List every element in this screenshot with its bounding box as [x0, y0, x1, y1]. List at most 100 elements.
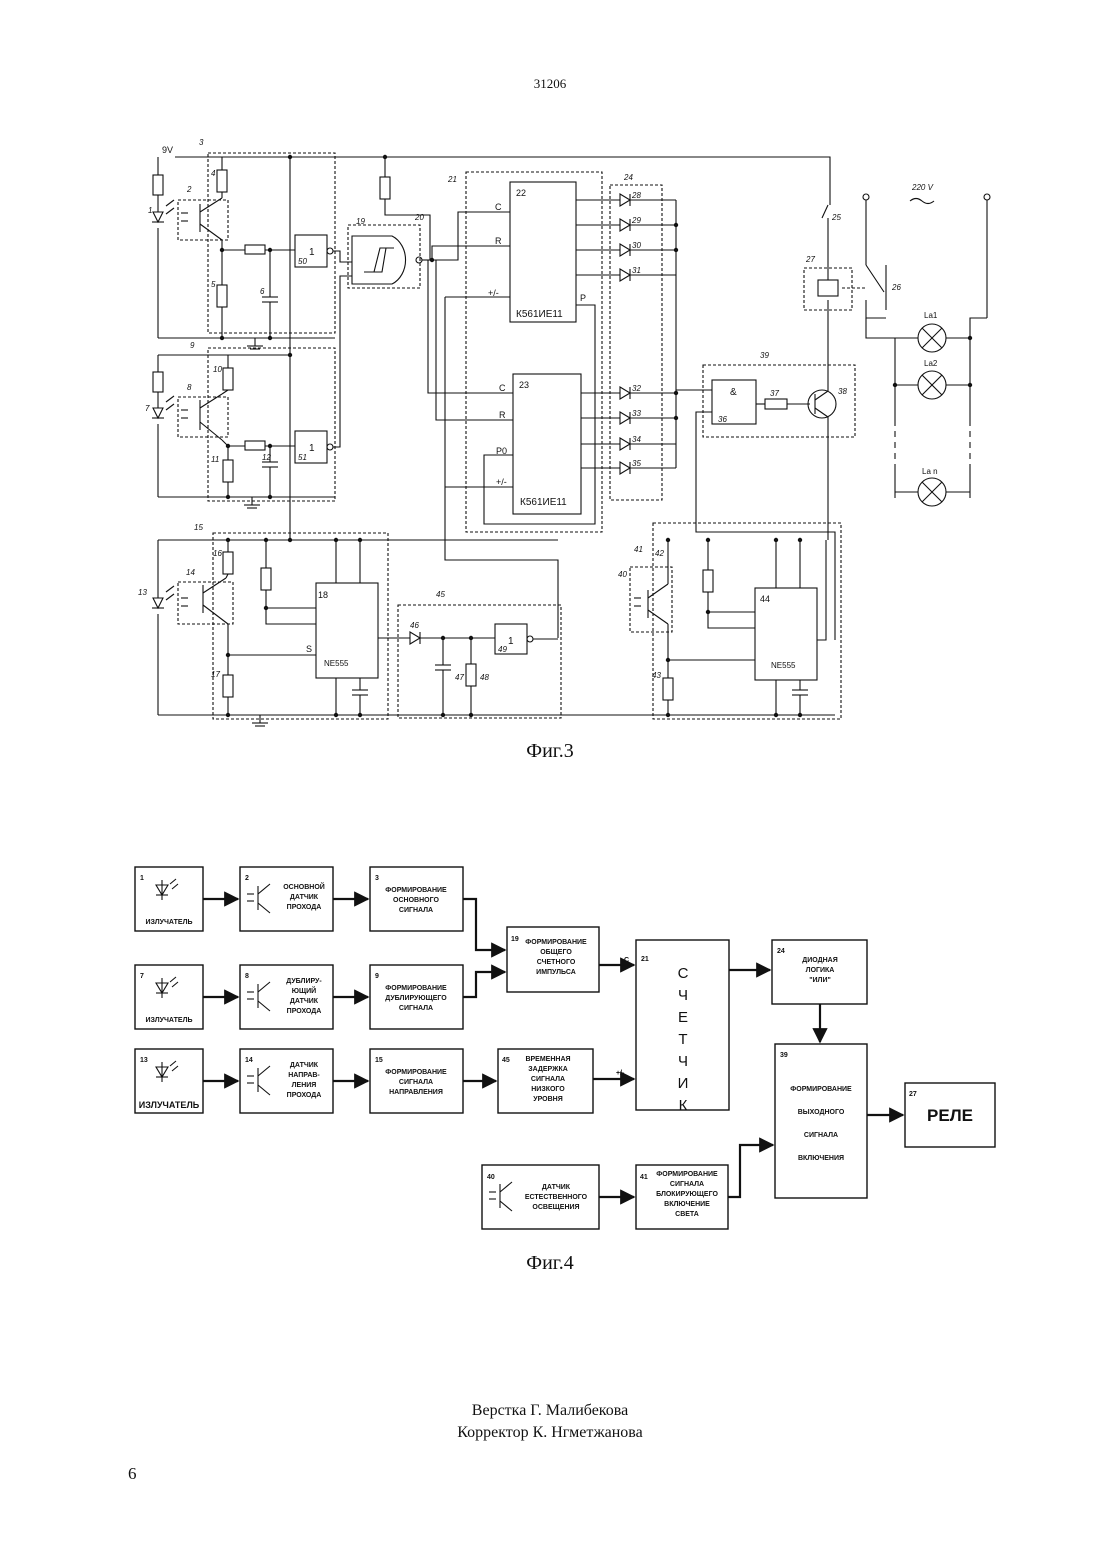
block-15-line-3: НАПРАВЛЕНИЯ — [389, 1089, 443, 1096]
block-19-outline — [348, 225, 420, 288]
ref-47: 47 — [455, 673, 464, 682]
block-15-line-1: ФОРМИРОВАНИЕ — [385, 1069, 447, 1076]
emitter-icon — [156, 879, 178, 1082]
block-9-line-3: СИГНАЛА — [399, 1005, 433, 1012]
relay-27 — [818, 194, 990, 498]
ref-43: 43 — [652, 671, 661, 680]
ref-44: 44 — [760, 594, 770, 604]
block-40-line-3: ОСВЕЩЕНИЯ — [532, 1204, 579, 1211]
ref-17: 17 — [211, 670, 220, 679]
block-14-num: 14 — [245, 1057, 253, 1064]
ref-27: 27 — [805, 255, 815, 264]
chip-label-23: К561ИЕ11 — [520, 497, 567, 508]
block-45-line-4: НИЗКОГО — [531, 1086, 565, 1093]
ref-6: 6 — [260, 287, 265, 296]
block-1-num: 1 — [140, 875, 144, 882]
block-21-letter-6: И — [678, 1075, 689, 1092]
ref-25: 25 — [831, 213, 841, 222]
block-24-line-1: ДИОДНАЯ — [802, 957, 838, 964]
counter-22 — [510, 182, 576, 322]
block-9-line-2: ДУБЛИРУЮЩЕГО — [385, 995, 447, 1002]
block-21-letter-5: Ч — [678, 1053, 688, 1070]
supply-label: 9V — [162, 145, 173, 155]
block-27-label: РЕЛЕ — [927, 1106, 973, 1125]
ref-2: 2 — [186, 185, 192, 194]
ref-4: 4 — [211, 169, 216, 178]
block-13-num: 13 — [140, 1057, 148, 1064]
block-40-num: 40 — [487, 1174, 495, 1181]
ref-20: 20 — [414, 213, 424, 222]
block-frames — [135, 867, 995, 1229]
block-8-line-3: ДАТЧИК — [290, 998, 319, 1005]
block-40-line-1: ДАТЧИК — [542, 1184, 571, 1191]
block-21-letter-7: К — [679, 1097, 688, 1114]
ref-28: 28 — [631, 191, 641, 200]
page-number: 6 — [128, 1464, 137, 1484]
block-14-line-4: ПРОХОДА — [287, 1092, 322, 1099]
block-2-line-3: ПРОХОДА — [287, 904, 322, 911]
inverter-49-symbol: 1 — [508, 636, 514, 647]
block-1-label: ИЗЛУЧАТЕЛЬ — [145, 919, 192, 926]
lamp-label-2: La2 — [924, 359, 938, 368]
ref-9: 9 — [190, 341, 195, 350]
block-2-num: 2 — [245, 875, 249, 882]
ref-32: 32 — [632, 384, 641, 393]
figure-4-caption: Фиг.4 — [0, 1252, 1100, 1275]
fig3-circuit-schematic: 9V 220 V 3 1 2 4 5 6 9 7 8 10 11 12 15 1… — [0, 0, 1100, 760]
block-21-num: 21 — [641, 956, 649, 963]
junction-dots — [220, 155, 972, 717]
and-gate-symbol: & — [730, 387, 737, 398]
chip-label-44: NE555 — [771, 661, 796, 670]
block-19-line-4: ИМПУЛЬСА — [536, 969, 576, 976]
lamp-label-1: La1 — [924, 311, 938, 320]
ref-12: 12 — [262, 453, 271, 462]
block-41-line-2: СИГНАЛА — [670, 1181, 704, 1188]
block-45-line-2: ЗАДЕРЖКА — [528, 1066, 568, 1073]
ref-48: 48 — [480, 673, 489, 682]
ref-39: 39 — [760, 351, 769, 360]
ref-24: 24 — [623, 173, 633, 182]
block-14-line-3: ЛЕНИЯ — [292, 1082, 317, 1089]
block-45-num: 45 — [502, 1057, 510, 1064]
block-3-line-1: ФОРМИРОВАНИЕ — [385, 887, 447, 894]
credits: Верстка Г. Малибекова Корректор К. Нгмет… — [0, 1400, 1100, 1444]
block-39-line-2: ВЫХОДНОГО — [798, 1109, 845, 1116]
ref-19: 19 — [356, 217, 365, 226]
block-41-line-4: ВКЛЮЧЕНИЕ — [664, 1201, 710, 1208]
pin-pm-23: +/- — [496, 477, 507, 487]
ref-21: 21 — [447, 175, 457, 184]
ref-37: 37 — [770, 389, 779, 398]
block-41-num: 41 — [640, 1174, 648, 1181]
diode-or — [576, 194, 712, 474]
channel-3 — [152, 540, 410, 715]
ref-13: 13 — [138, 588, 147, 597]
inverter-50-symbol: 1 — [309, 247, 315, 258]
inverter-51-symbol: 1 — [309, 443, 315, 454]
delay-45 — [410, 624, 558, 715]
port-c: С — [624, 957, 629, 964]
chip-label-18: NE555 — [324, 659, 349, 668]
block-41-outline — [653, 523, 841, 719]
block-19-line-3: СЧЕТНОГО — [537, 959, 576, 966]
proofreader-credit: Корректор К. Нгметжанова — [0, 1422, 1100, 1444]
block-7-num: 7 — [140, 973, 144, 980]
block-24-line-3: "ИЛИ" — [809, 977, 831, 984]
ref-1: 1 — [148, 206, 152, 215]
block-14 — [240, 1049, 333, 1113]
ref-26: 26 — [891, 283, 901, 292]
ref-7: 7 — [145, 404, 150, 413]
figure-3-caption: Фиг.3 — [0, 740, 1100, 763]
block-45-line-5: УРОВНЯ — [533, 1096, 563, 1103]
pin-r-22: R — [495, 236, 502, 246]
port-pm: +/- — [616, 1070, 625, 1077]
block-14-line-2: НАПРАВ- — [288, 1072, 320, 1079]
block-39-line-4: ВКЛЮЧЕНИЯ — [798, 1155, 844, 1162]
ref-29: 29 — [631, 216, 641, 225]
lamp-label-n: La n — [922, 467, 938, 476]
block-14-line-1: ДАТЧИК — [290, 1062, 319, 1069]
block-39-line-1: ФОРМИРОВАНИЕ — [790, 1086, 852, 1093]
channel-1 — [152, 157, 352, 338]
block-13-label: ИЗЛУЧАТЕЛЬ — [139, 1100, 200, 1110]
block-24-num: 24 — [777, 948, 785, 955]
block-8-num: 8 — [245, 973, 249, 980]
